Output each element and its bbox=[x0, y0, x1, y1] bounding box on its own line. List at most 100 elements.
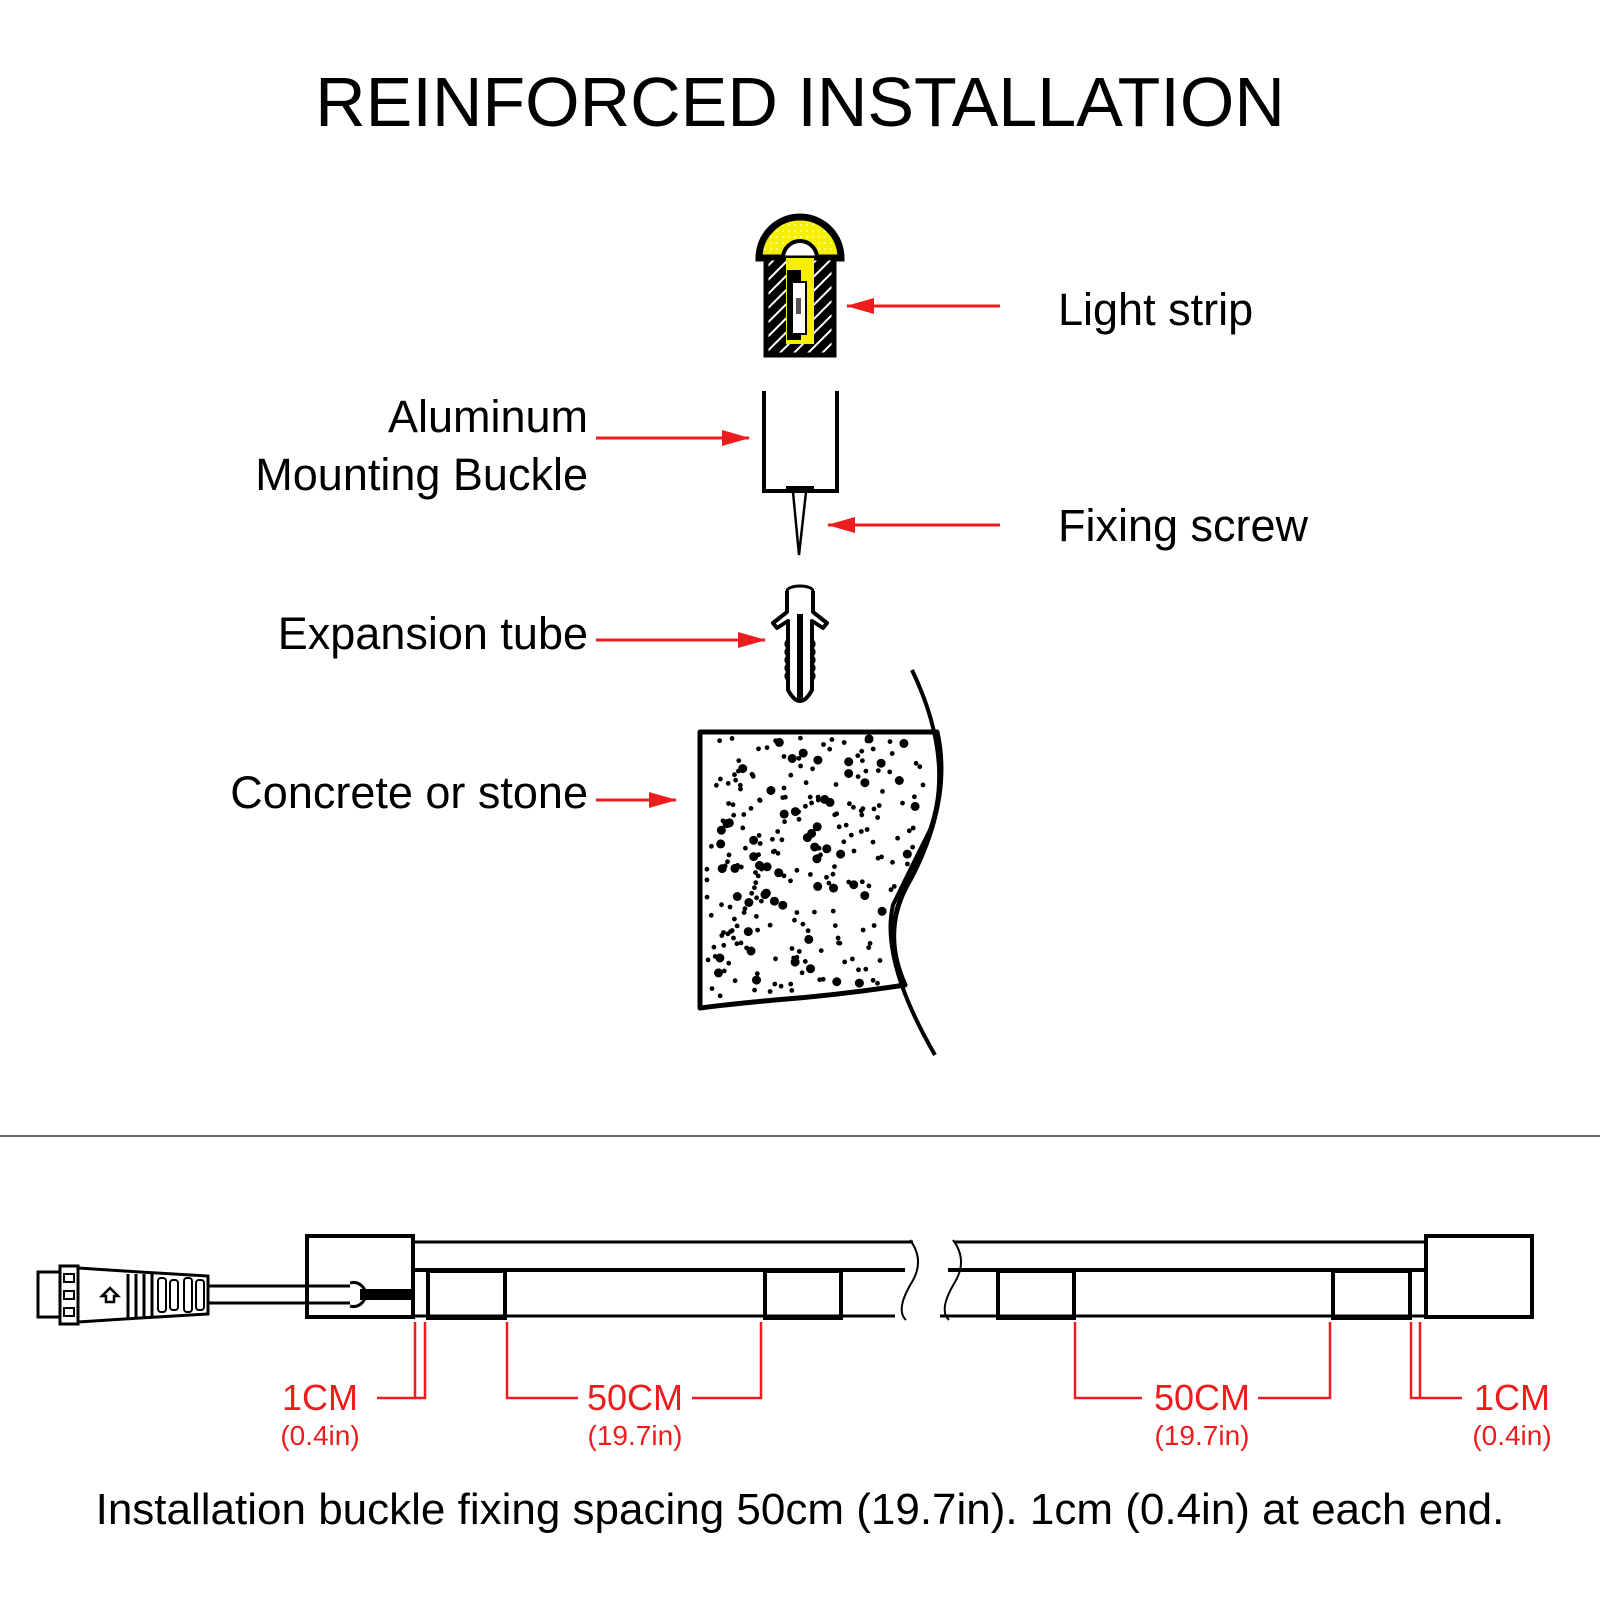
concrete-speck bbox=[790, 807, 800, 817]
concrete-speck bbox=[764, 745, 770, 750]
concrete-speck bbox=[743, 845, 748, 851]
concrete-speck bbox=[720, 818, 726, 824]
concrete-speck bbox=[806, 964, 815, 974]
concrete-speck bbox=[788, 981, 794, 987]
concrete-speck bbox=[864, 738, 870, 744]
concrete-speck bbox=[757, 841, 763, 846]
concrete-speck bbox=[851, 848, 857, 854]
concrete-speck bbox=[860, 778, 870, 788]
concrete-speck bbox=[820, 976, 826, 982]
concrete-speck bbox=[748, 806, 754, 811]
concrete-speck bbox=[732, 916, 737, 922]
concrete-speck bbox=[721, 968, 727, 974]
concrete-speck bbox=[726, 852, 732, 858]
concrete-block-icon bbox=[697, 669, 944, 1057]
concrete-speck bbox=[866, 883, 872, 889]
concrete-speck bbox=[870, 977, 876, 983]
concrete-speck bbox=[711, 944, 717, 950]
concrete-speck bbox=[832, 977, 842, 987]
light-strip-icon bbox=[755, 213, 845, 358]
dimension-value: 50CM bbox=[1153, 1377, 1251, 1418]
concrete-speck bbox=[717, 738, 722, 744]
concrete-speck bbox=[835, 935, 841, 941]
concrete-speck bbox=[808, 872, 813, 877]
dimension-imperial: (19.7in) bbox=[1154, 1420, 1250, 1451]
concrete-speck bbox=[725, 781, 731, 786]
concrete-speck bbox=[756, 833, 762, 838]
concrete-speck bbox=[731, 812, 737, 818]
concrete-speck bbox=[755, 873, 761, 879]
concrete-speck bbox=[753, 870, 758, 875]
concrete-speck bbox=[832, 923, 838, 928]
concrete-speck bbox=[734, 923, 740, 929]
concrete-speck bbox=[887, 769, 893, 775]
concrete-speck bbox=[917, 764, 923, 770]
concrete-speck bbox=[825, 797, 835, 807]
concrete-speck bbox=[832, 864, 837, 869]
concrete-speck bbox=[860, 891, 870, 901]
installation-caption: Installation buckle fixing spacing 50cm … bbox=[95, 1485, 1505, 1534]
expansion-tube-icon bbox=[771, 584, 829, 703]
concrete-speck bbox=[767, 989, 773, 994]
mounting-buckle bbox=[1331, 1269, 1412, 1320]
concrete-speck bbox=[705, 957, 711, 963]
connector-plug-icon bbox=[36, 1264, 210, 1326]
concrete-speck bbox=[755, 860, 764, 870]
concrete-speck bbox=[754, 914, 759, 919]
label-expansion-tube: Expansion tube bbox=[277, 608, 588, 659]
concrete-speck bbox=[743, 927, 753, 937]
concrete-speck bbox=[891, 884, 897, 889]
concrete-speck bbox=[781, 785, 787, 791]
concrete-speck bbox=[829, 737, 835, 742]
concrete-speck bbox=[888, 887, 894, 893]
concrete-speck bbox=[870, 746, 876, 752]
concrete-speck bbox=[826, 880, 832, 886]
label-aluminum-buckle-line1: Aluminum bbox=[387, 391, 588, 442]
concrete-speck bbox=[836, 940, 841, 946]
concrete-speck bbox=[894, 776, 904, 785]
label-aluminum-buckle-line2: Mounting Buckle bbox=[255, 449, 588, 500]
concrete-speck bbox=[863, 768, 869, 774]
concrete-speck bbox=[757, 798, 763, 803]
concrete-speck bbox=[841, 740, 847, 745]
concrete-speck bbox=[859, 812, 865, 818]
concrete-speck bbox=[788, 772, 794, 778]
concrete-speck bbox=[731, 935, 736, 941]
concrete-speck bbox=[799, 970, 805, 976]
concrete-speck bbox=[760, 890, 770, 900]
concrete-speck bbox=[721, 942, 727, 948]
end-cap-right bbox=[1424, 1234, 1534, 1319]
concrete-speck bbox=[729, 736, 735, 741]
concrete-speck bbox=[736, 758, 742, 763]
dimension-end-left: 1CM (0.4in) bbox=[260, 1378, 380, 1454]
concrete-speck bbox=[755, 927, 760, 933]
concrete-speck bbox=[775, 850, 781, 856]
concrete-speck bbox=[912, 794, 917, 800]
concrete-speck bbox=[714, 782, 719, 788]
concrete-speck bbox=[782, 819, 787, 825]
concrete-speck bbox=[738, 940, 744, 946]
concrete-speck bbox=[844, 769, 854, 778]
concrete-speck bbox=[803, 780, 809, 786]
concrete-speck bbox=[824, 874, 829, 880]
concrete-speck bbox=[709, 843, 714, 849]
concrete-speck bbox=[815, 797, 821, 803]
concrete-speck bbox=[890, 859, 895, 865]
concrete-speck bbox=[834, 811, 840, 817]
dimension-value: 50CM bbox=[586, 1377, 684, 1418]
concrete-speck bbox=[875, 980, 880, 986]
concrete-speck bbox=[812, 909, 817, 915]
concrete-speck bbox=[732, 892, 742, 901]
concrete-speck bbox=[775, 829, 781, 834]
mounting-buckle bbox=[996, 1269, 1076, 1320]
end-cap-left bbox=[305, 1234, 415, 1319]
concrete-speck bbox=[740, 825, 746, 831]
concrete-speck bbox=[817, 977, 823, 983]
concrete-speck bbox=[770, 836, 775, 842]
concrete-speck bbox=[794, 867, 800, 873]
concrete-speck bbox=[875, 768, 881, 773]
concrete-speck bbox=[778, 983, 784, 989]
concrete-speck bbox=[804, 934, 814, 944]
concrete-speck bbox=[752, 975, 761, 985]
